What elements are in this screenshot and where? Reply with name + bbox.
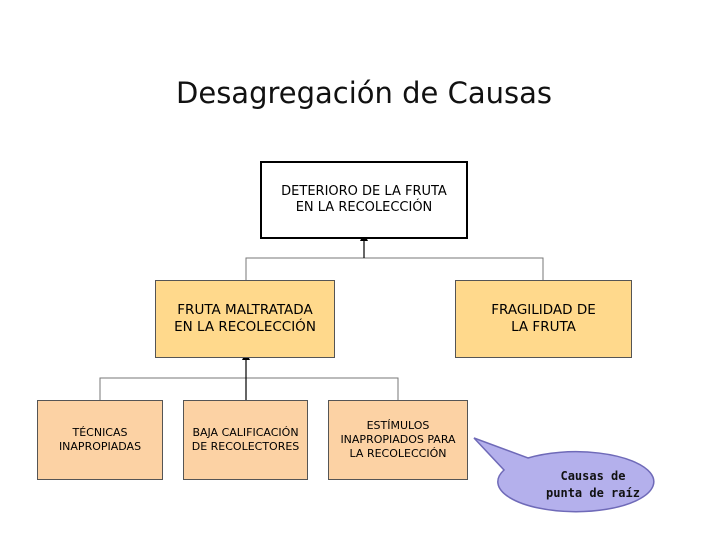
diagram-title: Desagregación de Causas	[176, 76, 552, 110]
callout-line2: punta de raíz	[546, 485, 640, 500]
sub-cause-line: LA RECOLECCIÓN	[349, 446, 447, 460]
root-problem-box: DETERIORO DE LA FRUTA EN LA RECOLECCIÓN	[260, 161, 468, 239]
callout-bubble	[473, 437, 655, 513]
cause-line1: FRUTA MALTRATADA	[177, 302, 313, 319]
sub-cause-box-tecnicas: TÉCNICAS INAPROPIADAS	[37, 400, 163, 480]
root-line2: EN LA RECOLECCIÓN	[295, 200, 433, 215]
sub-cause-line: INAPROPIADOS PARA	[340, 433, 456, 447]
root-connector	[245, 257, 544, 280]
cause-connector	[99, 377, 399, 400]
sub-cause-line: INAPROPIADAS	[58, 440, 142, 453]
root-line1: DETERIORO DE LA FRUTA	[281, 183, 447, 199]
cause-line1: FRAGILIDAD DE	[491, 302, 596, 319]
sub-cause-line: BAJA CALIFICACIÓN	[192, 426, 299, 440]
sub-cause-box-estimulos: ESTÍMULOS INAPROPIADOS PARA LA RECOLECCI…	[328, 400, 468, 480]
sub-cause-box-baja-calificacion: BAJA CALIFICACIÓN DE RECOLECTORES	[183, 400, 308, 480]
callout-line1: Causas de	[560, 469, 626, 483]
sub-cause-line: ESTÍMULOS	[366, 419, 430, 433]
callout-label: Causas de punta de raíz	[528, 468, 658, 502]
cause-box-fruta-maltratada: FRUTA MALTRATADA EN LA RECOLECCIÓN	[155, 280, 335, 358]
cause-line2: EN LA RECOLECCIÓN	[174, 319, 316, 335]
sub-cause-line: TÉCNICAS	[72, 426, 128, 440]
cause-line2: LA FRUTA	[511, 319, 576, 335]
cause-box-fragilidad: FRAGILIDAD DE LA FRUTA	[455, 280, 632, 358]
sub-cause-line: DE RECOLECTORES	[191, 440, 300, 453]
